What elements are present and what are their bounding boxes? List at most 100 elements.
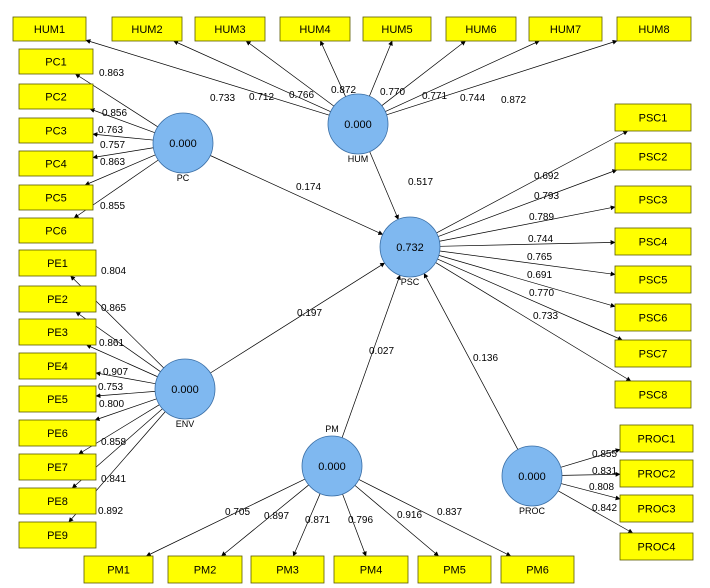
loading-arrow-hum6 bbox=[381, 40, 466, 106]
path-coefficient-hum: 0.517 bbox=[408, 177, 433, 188]
indicator-label: PE8 bbox=[47, 496, 68, 508]
loading-value-proc3: 0.808 bbox=[589, 482, 614, 493]
indicator-label: PE3 bbox=[47, 327, 68, 339]
latent-variable-pm[interactable]: 0.000 bbox=[301, 435, 363, 497]
indicator-label: PROC2 bbox=[638, 469, 676, 481]
latent-variable-hum[interactable]: 0.000 bbox=[327, 93, 389, 155]
indicator-label: PSC1 bbox=[639, 113, 668, 125]
loading-value-hum4: 0.872 bbox=[331, 85, 356, 96]
indicator-label: PE1 bbox=[47, 258, 68, 270]
indicator-pe9[interactable]: PE9 bbox=[18, 521, 97, 549]
loading-value-hum7: 0.744 bbox=[460, 93, 485, 104]
latent-variable-proc[interactable]: 0.000 bbox=[501, 445, 563, 507]
indicator-pe6[interactable]: PE6 bbox=[18, 419, 97, 447]
indicator-hum3[interactable]: HUM3 bbox=[194, 16, 266, 42]
indicator-pe4[interactable]: PE4 bbox=[18, 352, 97, 380]
latent-r-squared: 0.000 bbox=[169, 138, 197, 150]
loading-value-pc1: 0.863 bbox=[99, 68, 124, 79]
loading-value-hum6: 0.771 bbox=[422, 91, 447, 102]
indicator-proc2[interactable]: PROC2 bbox=[619, 459, 694, 488]
indicator-psc3[interactable]: PSC3 bbox=[614, 185, 692, 214]
indicator-pe8[interactable]: PE8 bbox=[18, 487, 97, 515]
indicator-psc7[interactable]: PSC7 bbox=[614, 339, 692, 368]
indicator-hum4[interactable]: HUM4 bbox=[279, 16, 351, 42]
loading-arrow-proc2 bbox=[561, 471, 621, 477]
indicator-proc4[interactable]: PROC4 bbox=[619, 532, 694, 561]
path-arrow-pm-to-psc bbox=[341, 274, 401, 438]
indicator-pc1[interactable]: PC1 bbox=[18, 48, 94, 75]
loading-value-proc4: 0.842 bbox=[592, 503, 617, 514]
latent-variable-pc[interactable]: 0.000 bbox=[152, 112, 214, 174]
loading-value-pe7: 0.858 bbox=[101, 437, 126, 448]
indicator-label: PM5 bbox=[443, 565, 466, 577]
indicator-label: PROC4 bbox=[638, 542, 676, 554]
loading-value-pe4: 0.907 bbox=[103, 367, 128, 378]
latent-label: HUM bbox=[348, 154, 369, 164]
loading-arrow-psc6 bbox=[438, 255, 616, 308]
indicator-pe5[interactable]: PE5 bbox=[18, 385, 97, 413]
loading-arrow-pe6 bbox=[94, 398, 157, 421]
indicator-hum7[interactable]: HUM7 bbox=[528, 16, 603, 42]
indicator-pe3[interactable]: PE3 bbox=[18, 318, 97, 346]
indicator-proc1[interactable]: PROC1 bbox=[619, 424, 694, 453]
indicator-psc2[interactable]: PSC2 bbox=[614, 142, 692, 171]
loading-arrow-pc3 bbox=[92, 132, 154, 141]
loading-value-pc3: 0.763 bbox=[98, 125, 123, 136]
indicator-pc5[interactable]: PC5 bbox=[18, 184, 94, 211]
path-arrow-hum-to-psc bbox=[369, 151, 399, 220]
loading-value-pc2: 0.856 bbox=[102, 108, 127, 119]
indicator-hum8[interactable]: HUM8 bbox=[616, 16, 692, 42]
loading-arrow-proc1 bbox=[560, 448, 621, 468]
indicator-pm4[interactable]: PM4 bbox=[333, 555, 409, 584]
path-arrow-env-to-psc bbox=[210, 262, 386, 374]
loading-arrow-pe4 bbox=[95, 371, 156, 385]
indicator-label: PC4 bbox=[45, 159, 66, 171]
indicator-proc3[interactable]: PROC3 bbox=[619, 494, 694, 523]
loading-arrow-pc5 bbox=[84, 154, 156, 186]
indicator-pc2[interactable]: PC2 bbox=[18, 83, 94, 110]
indicator-pe1[interactable]: PE1 bbox=[18, 249, 97, 277]
latent-variable-psc[interactable]: 0.732 bbox=[379, 216, 441, 278]
indicator-pe7[interactable]: PE7 bbox=[18, 453, 97, 481]
indicator-pc4[interactable]: PC4 bbox=[18, 150, 94, 177]
indicator-label: PE9 bbox=[47, 530, 68, 542]
indicator-hum2[interactable]: HUM2 bbox=[111, 16, 183, 42]
indicator-label: PSC6 bbox=[639, 313, 668, 325]
indicator-psc1[interactable]: PSC1 bbox=[614, 103, 692, 132]
indicator-psc8[interactable]: PSC8 bbox=[614, 380, 692, 409]
indicator-label: PC6 bbox=[45, 226, 66, 238]
loading-arrow-hum1 bbox=[85, 39, 330, 116]
indicator-label: HUM7 bbox=[550, 24, 581, 36]
indicator-pm6[interactable]: PM6 bbox=[500, 555, 575, 584]
indicator-pc3[interactable]: PC3 bbox=[18, 117, 94, 144]
loading-arrow-pm6 bbox=[358, 479, 512, 557]
indicator-pe2[interactable]: PE2 bbox=[18, 285, 97, 313]
indicator-pc6[interactable]: PC6 bbox=[18, 217, 94, 244]
loading-value-pm4: 0.796 bbox=[348, 515, 373, 526]
loading-value-psc8: 0.733 bbox=[533, 311, 558, 322]
indicator-hum6[interactable]: HUM6 bbox=[445, 16, 517, 42]
loading-arrow-hum7 bbox=[385, 40, 540, 112]
indicator-label: PROC3 bbox=[638, 504, 676, 516]
indicator-hum1[interactable]: HUM1 bbox=[12, 16, 87, 42]
loading-value-hum2: 0.712 bbox=[249, 92, 274, 103]
path-arrow-pc-to-psc bbox=[210, 155, 384, 235]
latent-variable-env[interactable]: 0.000 bbox=[154, 358, 216, 420]
indicator-label: PE2 bbox=[47, 294, 68, 306]
indicator-label: PC3 bbox=[45, 126, 66, 138]
loading-value-psc7: 0.770 bbox=[529, 288, 554, 299]
indicator-psc4[interactable]: PSC4 bbox=[614, 227, 692, 256]
indicator-pm1[interactable]: PM1 bbox=[83, 555, 154, 584]
indicator-hum5[interactable]: HUM5 bbox=[362, 16, 432, 42]
loading-value-psc3: 0.789 bbox=[529, 212, 554, 223]
indicator-psc6[interactable]: PSC6 bbox=[614, 303, 692, 332]
loading-value-pm2: 0.897 bbox=[264, 511, 289, 522]
indicator-pm5[interactable]: PM5 bbox=[417, 555, 492, 584]
indicator-pm3[interactable]: PM3 bbox=[250, 555, 325, 584]
indicator-label: PC5 bbox=[45, 193, 66, 205]
indicator-psc5[interactable]: PSC5 bbox=[614, 265, 692, 294]
indicator-pm2[interactable]: PM2 bbox=[167, 555, 243, 584]
loading-arrow-pm3 bbox=[292, 493, 321, 557]
loading-arrow-psc5 bbox=[439, 250, 616, 277]
indicator-label: PE4 bbox=[47, 361, 68, 373]
